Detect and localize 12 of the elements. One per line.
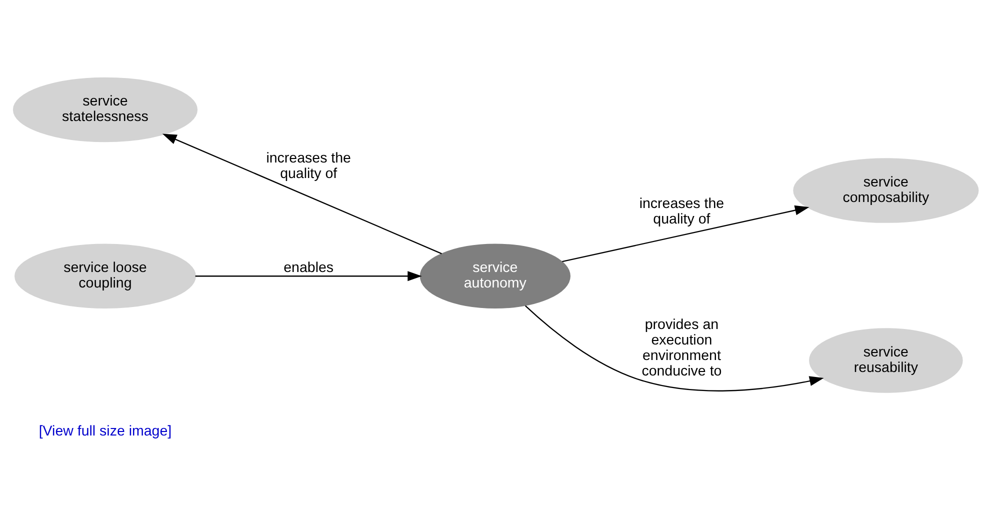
node-ellipse: service loose coupling bbox=[14, 243, 196, 308]
arrow bbox=[195, 270, 422, 281]
node-ellipse: service autonomy bbox=[420, 243, 570, 308]
arrow bbox=[162, 133, 442, 254]
arrow bbox=[562, 204, 810, 262]
arrow bbox=[525, 304, 824, 391]
label: [View full size image] bbox=[38, 423, 172, 440]
edge-label: enables bbox=[284, 260, 334, 276]
edge-label: provides an execution environment conducive to bbox=[642, 316, 722, 379]
edge-label: increases the quality of bbox=[266, 150, 351, 182]
node-ellipse: service statelessness bbox=[12, 76, 198, 142]
edge-label: increases the quality of bbox=[639, 195, 724, 227]
